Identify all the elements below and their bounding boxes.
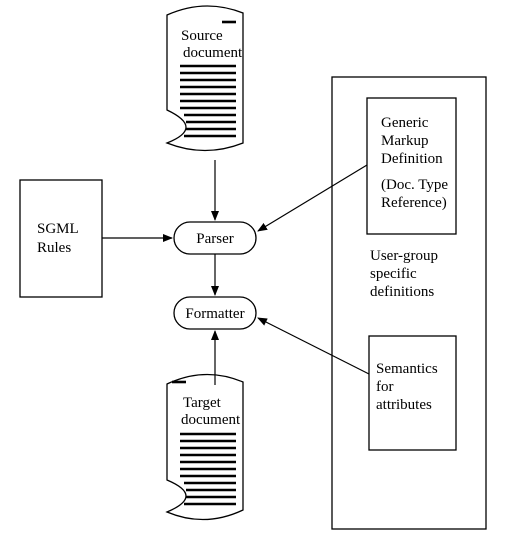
source-document-text-lines (180, 20, 236, 138)
generic-markup-label-5: Reference) (381, 195, 447, 211)
sgml-rules-label-1: SGML (37, 221, 79, 237)
semantics-label-2: for (376, 379, 394, 395)
semantics-label-1: Semantics (376, 361, 438, 377)
arrow-generic-markup-to-parser (257, 164, 368, 232)
target-document: Target document (165, 373, 244, 521)
user-group-label-3: definitions (370, 284, 434, 300)
arrow-semantics-to-formatter (257, 317, 370, 375)
parser-label: Parser (196, 231, 234, 247)
parser-node: Parser (173, 221, 257, 255)
generic-markup-label-1: Generic (381, 115, 429, 131)
generic-markup-label-3: Definition (381, 151, 443, 167)
source-document: Source document (165, 5, 244, 152)
user-group-label-1: User-group (370, 248, 438, 264)
semantics-label-3: attributes (376, 397, 432, 413)
sgml-rules-label-2: Rules (37, 240, 71, 256)
formatter-node: Formatter (173, 296, 257, 330)
formatter-label: Formatter (185, 306, 244, 322)
source-document-label-1: Source (181, 28, 223, 44)
sgml-rules-box: SGML Rules (19, 179, 103, 298)
target-document-text-lines (172, 380, 236, 506)
target-document-label-2: document (181, 412, 241, 428)
generic-markup-label-2: Markup (381, 133, 429, 149)
semantics-for-attributes-box: Semantics for attributes (368, 335, 457, 451)
target-document-label-1: Target (183, 395, 222, 411)
generic-markup-definition-box: Generic Markup Definition (Doc. Type Ref… (366, 97, 457, 235)
generic-markup-label-4: (Doc. Type (381, 177, 448, 193)
user-group-label-2: specific (370, 266, 417, 282)
source-document-label-2: document (183, 45, 243, 61)
